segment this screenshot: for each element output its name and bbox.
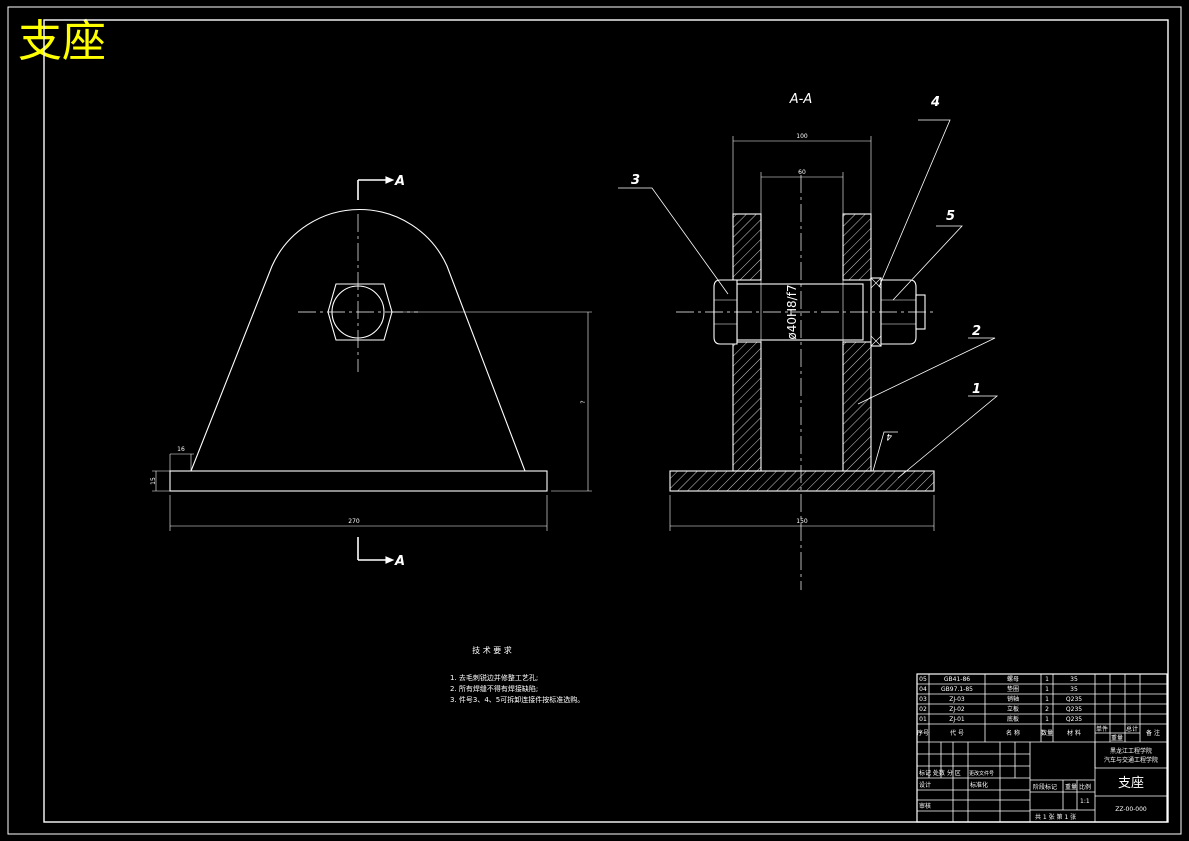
tech-req-item-1: 1. 去毛刺锐边并修整工艺孔; (450, 673, 538, 682)
cut-arrow-top (385, 176, 395, 184)
bom-cell-name: 销轴 (1007, 695, 1019, 703)
cut-label-top: A (394, 174, 405, 189)
bom-cell-code: ZJ-02 (949, 706, 965, 713)
dim-100: 100 (796, 133, 808, 140)
tb-sheet: 共 1 张 第 1 张 (1035, 813, 1076, 821)
outer-frame (7, 6, 1182, 835)
bom-cell-no: 02 (919, 706, 927, 713)
dim-15: 15 (150, 477, 157, 485)
bom-cell-name: 立板 (1007, 705, 1019, 713)
dim-150: 150 (796, 518, 808, 525)
bom-cell-code: GB97.1-85 (941, 686, 973, 693)
bom-header-material: 材 料 (1067, 729, 1081, 737)
tb-scale: 1:1 (1080, 798, 1090, 805)
bom-header-qty: 数量 (1041, 729, 1053, 737)
cut-arrow-bottom (385, 556, 395, 564)
tb-stage: 阶段标记 (1033, 783, 1057, 791)
bom-cell-no: 03 (919, 696, 927, 703)
bom-header-remark: 备 注 (1146, 729, 1160, 737)
section-right-plate-top (842, 213, 872, 281)
section-left-plate-top (732, 213, 762, 281)
balloon-5: 5 (946, 209, 955, 224)
bom-cell-material: Q235 (1066, 716, 1082, 723)
tb-mark-row2: 更改文件号 (969, 770, 994, 777)
section-base-plate (669, 470, 935, 492)
bom-cell-qty: 1 (1045, 716, 1049, 723)
cut-mark-top (357, 179, 386, 200)
bom-cell-name: 螺母 (1007, 675, 1019, 683)
cut-mark-bottom (357, 537, 386, 561)
dim-weld: 4 (886, 431, 892, 441)
balloon-2: 2 (972, 324, 981, 339)
inner-frame (43, 19, 1169, 823)
front-dimensions (152, 311, 592, 531)
bom-cell-material: 35 (1070, 676, 1078, 683)
dim-bore: ø40H8/f7 (785, 284, 799, 339)
bom-header-no: 序号 (917, 729, 929, 737)
front-base-plate (169, 470, 548, 492)
section-label: A-A (789, 92, 812, 107)
section-view (618, 119, 999, 590)
balloon-3: 3 (631, 173, 640, 188)
balloon-4: 4 (930, 95, 940, 110)
bom-cell-material: Q235 (1066, 696, 1082, 703)
title-block-frame (916, 673, 1168, 823)
tb-drawing-no: ZZ-00-000 (1115, 806, 1147, 813)
dim-height: ? (580, 400, 587, 403)
bom-cell-no: 05 (919, 676, 927, 683)
section-right-plate-bottom (842, 341, 872, 472)
front-support-plate (190, 209, 526, 472)
tb-weight: 重量 (1065, 783, 1077, 791)
section-pin-head (713, 279, 738, 345)
drawing-title: 支座 (18, 16, 106, 67)
bom-cell-material: Q235 (1066, 706, 1082, 713)
cut-label-bottom: A (394, 554, 405, 569)
tb-scale-label: 比例 (1079, 783, 1091, 791)
bom-cell-code: GB41-86 (944, 676, 970, 683)
bom-header-single: 单件 (1096, 725, 1108, 733)
tb-mark-row: 标记 处数 分 区 (919, 769, 961, 777)
section-nut (880, 279, 917, 345)
section-dimensions (669, 136, 935, 531)
bom-cell-code: ZJ-03 (949, 696, 965, 703)
balloon-1: 1 (972, 382, 981, 397)
dim-60: 60 (798, 169, 806, 176)
bom-cell-name: 垫圈 (1007, 685, 1019, 693)
tb-dept: 汽车与交通工程学院 (1104, 756, 1158, 764)
bom-cell-no: 04 (919, 686, 927, 693)
tb-standard: 标准化 (970, 781, 988, 789)
tech-req-item-3: 3. 件号3、4、5可拆卸连接件按标准选购。 (450, 695, 584, 704)
tech-req-heading: 技 术 要 求 (472, 645, 512, 655)
bom-table: 05 GB41-86 螺母 1 35 04 GB97.1-85 垫圈 1 35 03 ZJ-03 销轴 1… (919, 675, 1082, 723)
bom-cell-no: 01 (919, 716, 927, 723)
leaders (618, 119, 999, 479)
bom-cell-qty: 1 (1045, 696, 1049, 703)
dim-270: 270 (348, 518, 360, 525)
section-left-plate-bottom (732, 341, 762, 472)
bom-header-weight: 重量 (1111, 734, 1123, 742)
tech-req-item-2: 2. 所有焊缝不得有焊接缺陷; (450, 684, 538, 693)
bom-cell-qty: 1 (1045, 676, 1049, 683)
bom-header-code: 代 号 (950, 729, 964, 737)
tb-design: 设计 (919, 781, 931, 789)
bom-cell-qty: 1 (1045, 686, 1049, 693)
bom-header-name: 名 称 (1006, 729, 1020, 737)
dim-16: 16 (177, 446, 185, 453)
bom-cell-code: ZJ-01 (949, 716, 965, 723)
tb-audit: 审核 (919, 802, 931, 810)
bom-cell-material: 35 (1070, 686, 1078, 693)
bom-cell-qty: 2 (1045, 706, 1049, 713)
front-view (152, 176, 592, 564)
tb-school: 黑龙江工程学院 (1110, 747, 1152, 755)
bom-cell-name: 底板 (1007, 715, 1019, 723)
bom-header-total: 总计 (1126, 725, 1138, 733)
tb-part-name: 支座 (1118, 776, 1144, 791)
